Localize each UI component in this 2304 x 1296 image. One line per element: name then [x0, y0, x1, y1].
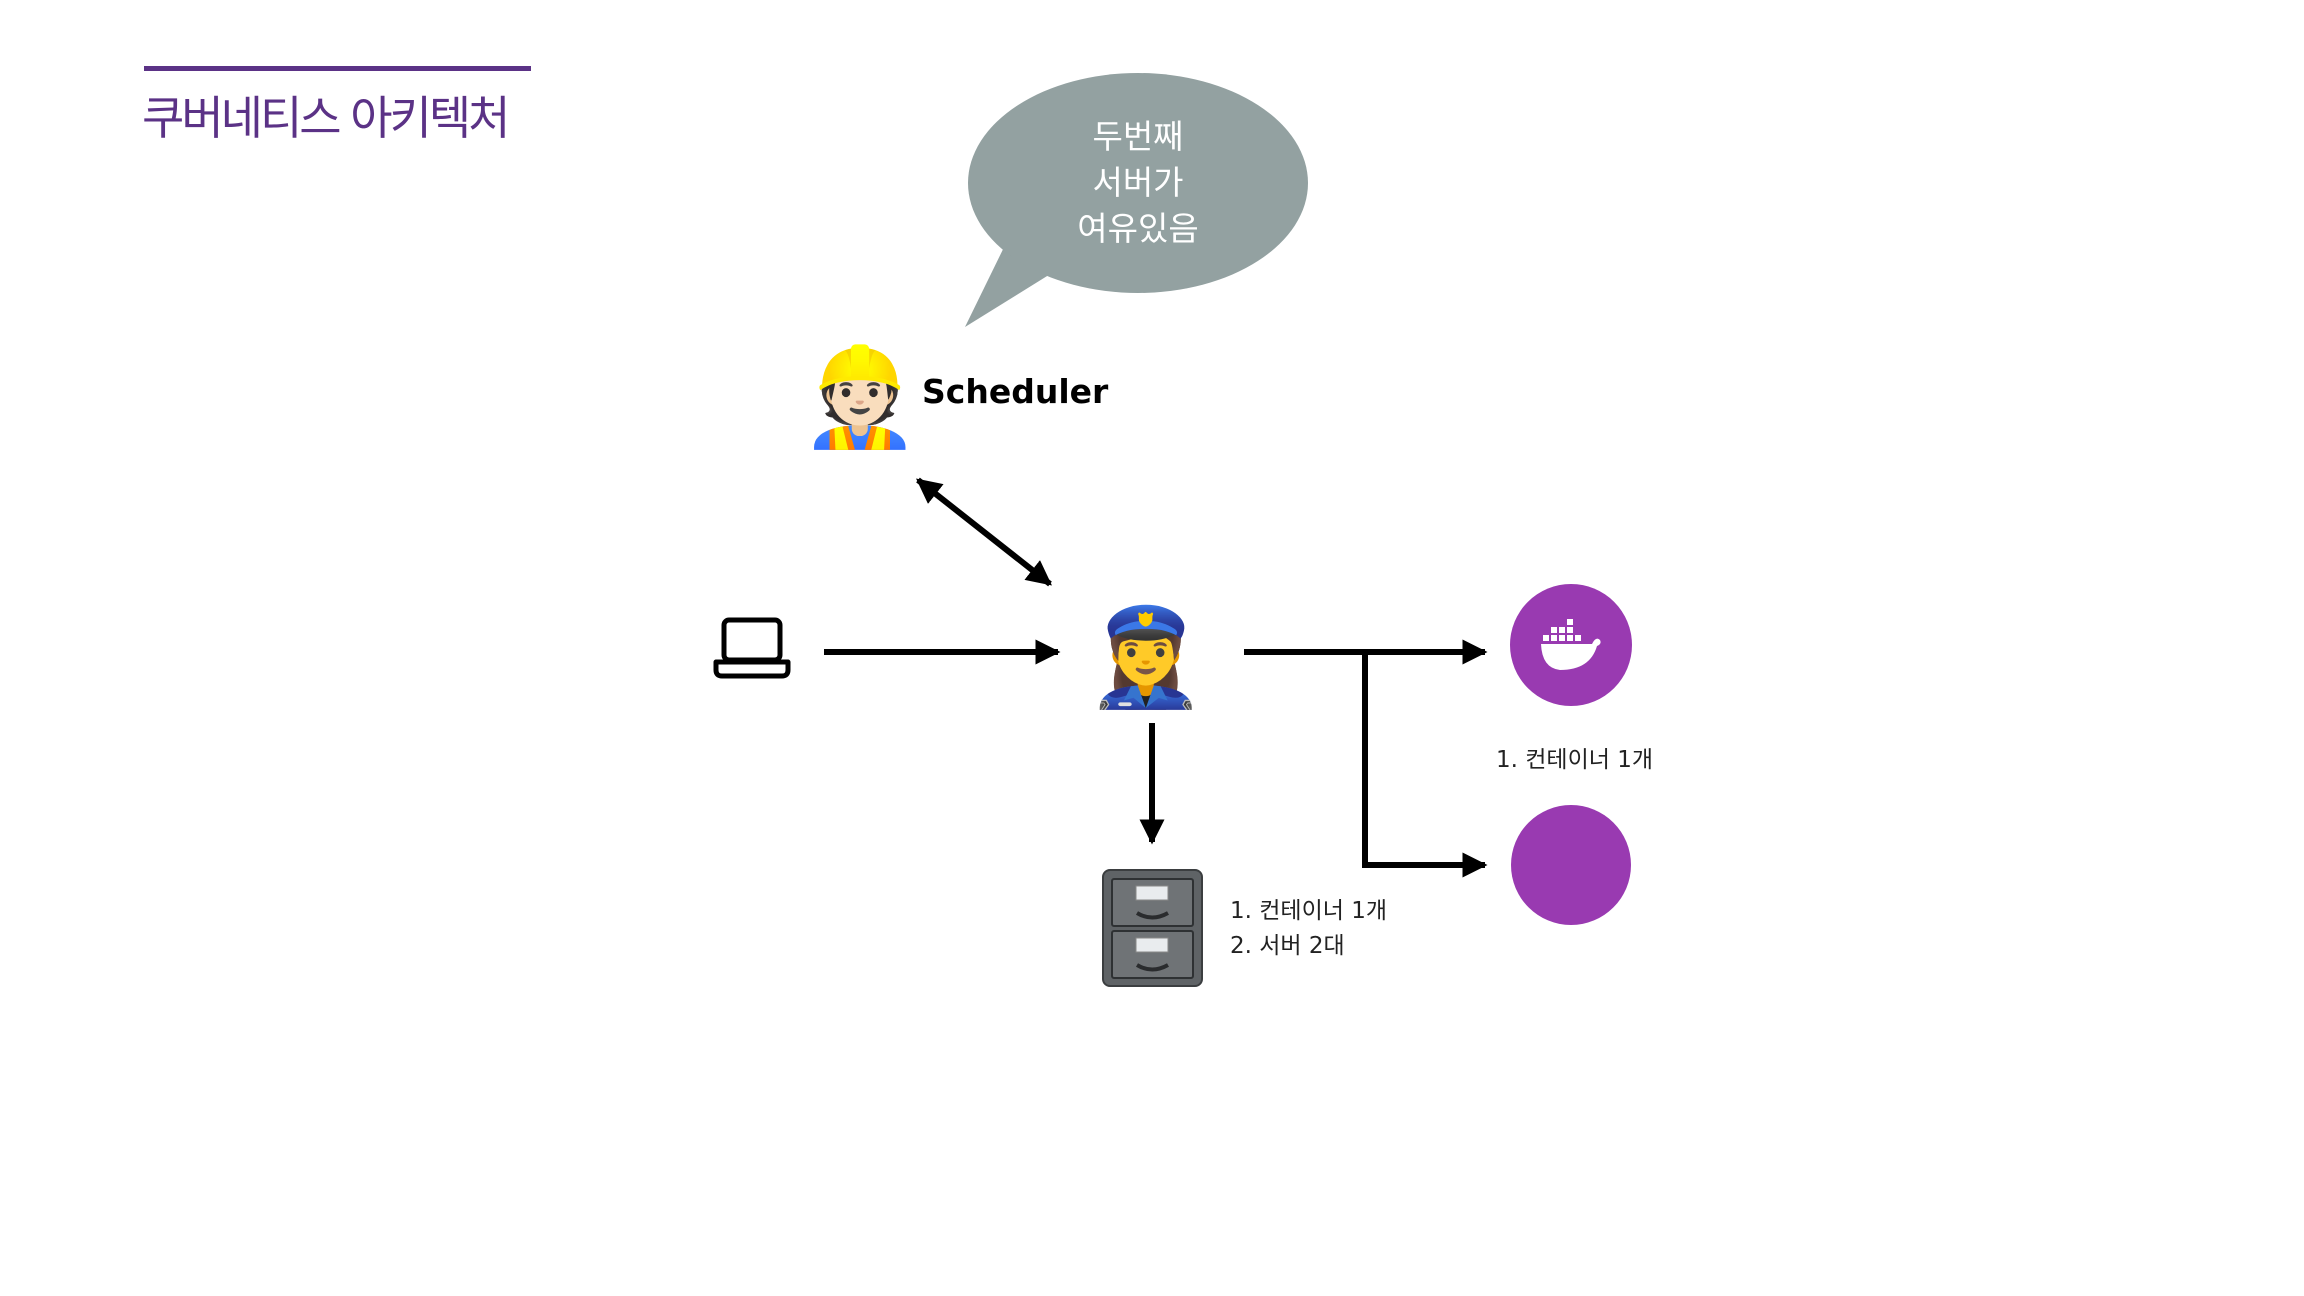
- storage-note-2: 2. 서버 2대: [1230, 933, 1345, 959]
- node-2-circle: [1511, 805, 1631, 925]
- bubble-line-3: 여유있음: [1077, 209, 1198, 248]
- construction-worker-icon: 👷🏻: [800, 341, 920, 453]
- title-rule: [144, 66, 531, 71]
- docker-whale-icon: [1541, 619, 1601, 670]
- laptop-icon: [713, 617, 791, 679]
- bubble-line-1: 두번째: [1092, 117, 1183, 156]
- speech-bubble-body: [968, 73, 1308, 293]
- speech-bubble: 두번째 서버가 여유있음: [965, 73, 1308, 327]
- file-cabinet-icon: [1102, 869, 1203, 987]
- controller-node2-arrow: [1362, 652, 1488, 878]
- scheduler-label: Scheduler: [922, 372, 1109, 411]
- bubble-line-2: 서버가: [1092, 163, 1183, 202]
- node-1-note: 1. 컨테이너 1개: [1496, 747, 1653, 773]
- page-title: 쿠버네티스 아키텍처: [142, 91, 511, 145]
- node-1: [1510, 584, 1632, 706]
- storage-note-1: 1. 컨테이너 1개: [1230, 898, 1387, 924]
- police-officer-icon: 👮‍♀️: [1086, 601, 1206, 713]
- scheduler-controller-arrow: [916, 477, 1052, 587]
